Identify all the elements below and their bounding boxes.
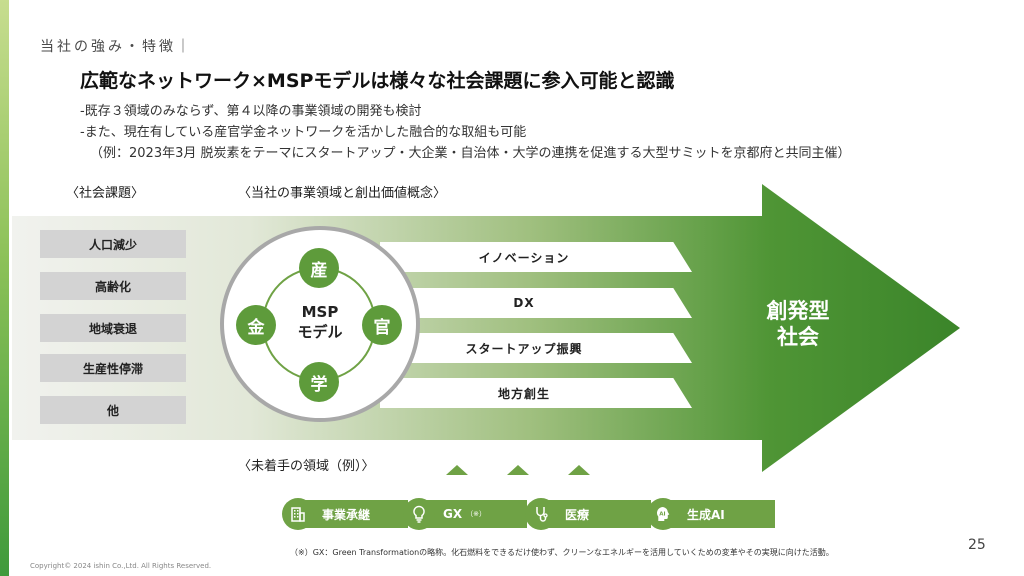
bullet-example: （例：2023年3月 脱炭素をテーマにスタートアップ・大企業・自治体・大学の連携… [90, 146, 851, 161]
bullet-2: ‐また、現在有している産官学金ネットワークを活かした融合的な取組も可能 [80, 125, 527, 140]
msp-node-industry: 産 [299, 248, 339, 288]
bullet-1: ‐既存３領域のみならず、第４以降の事業領域の開発も検討 [80, 104, 422, 119]
msp-node-academia: 学 [299, 362, 339, 402]
page-number: 25 [968, 537, 986, 553]
social-issue-item: 人口減少 [40, 230, 186, 258]
social-issue-item: 地域衰退 [40, 314, 186, 342]
untapped-domain-label: GX [443, 507, 463, 521]
headline: 広範なネットワーク×MSPモデルは様々な社会課題に参入可能と認識 [80, 70, 675, 92]
untapped-domain-label: 医療 [543, 500, 651, 528]
social-issues-label: 〈社会課題〉 [66, 186, 145, 201]
lightbulb-icon [403, 498, 435, 530]
msp-center-label: MSP モデル [280, 302, 360, 342]
building-icon [282, 498, 314, 530]
social-issue-item: 高齢化 [40, 272, 186, 300]
svg-text:AI: AI [659, 512, 665, 518]
value-band: スタートアップ振興 [380, 333, 692, 363]
goal-line1: 創発型 [766, 299, 830, 323]
up-triangle [507, 465, 529, 475]
social-issue-item: 他 [40, 396, 186, 424]
untapped-domain-label-group: GX （※） [421, 500, 527, 528]
section-label: 当社の強み・特徴｜ [40, 39, 193, 55]
footnote-marker: （※） [466, 510, 486, 518]
untapped-domain-generative-ai: AI 生成AI [647, 498, 775, 530]
business-domains-label: 〈当社の事業領域と創出価値概念〉 [238, 186, 447, 201]
copyright: Copyright© 2024 ishin Co.,Ltd. All Right… [30, 562, 212, 570]
value-band: 地方創生 [380, 378, 692, 408]
ai-head-icon: AI [647, 498, 679, 530]
goal-label: 創発型 社会 [748, 298, 848, 350]
msp-node-finance: 金 [236, 305, 276, 345]
social-issue-item: 生産性停滞 [40, 354, 186, 382]
value-band: DX [380, 288, 692, 318]
msp-node-government: 官 [362, 305, 402, 345]
untapped-domain-gx: GX （※） [403, 498, 527, 530]
up-triangle [568, 465, 590, 475]
msp-center-line1: MSP [301, 303, 339, 321]
footnote: （※）GX：Green Transformationの略称。化石燃料をできるだけ… [290, 548, 834, 557]
stethoscope-icon [525, 498, 557, 530]
untapped-domain-label: 生成AI [665, 500, 775, 528]
up-triangle [446, 465, 468, 475]
untapped-domain-business-succession: 事業承継 [282, 498, 408, 530]
untapped-domains-label: 〈未着手の領域（例）〉 [238, 459, 375, 474]
msp-center-line2: モデル [297, 323, 343, 341]
left-accent-stripe [0, 0, 9, 576]
goal-line2: 社会 [777, 325, 819, 349]
value-band: イノベーション [380, 242, 692, 272]
untapped-domain-healthcare: 医療 [525, 498, 651, 530]
untapped-domain-label: 事業承継 [300, 500, 408, 528]
